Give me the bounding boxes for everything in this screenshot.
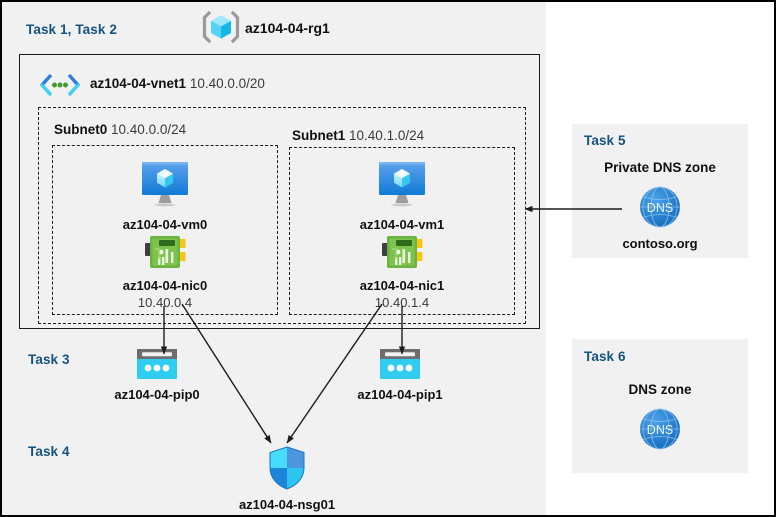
subnet-0-title: Subnet0 10.40.0.0/24 — [54, 122, 186, 137]
private-dns-zone-heading: Private DNS zone — [604, 160, 716, 175]
private-dns-zone-node[interactable]: DNS contoso.org — [600, 184, 720, 253]
public-ip-node-1[interactable]: az104-04-pip1 — [340, 347, 460, 404]
public-ip-name-0: az104-04-pip0 — [114, 387, 200, 402]
task-label-4: Task 4 — [28, 444, 70, 459]
vm-name-1: az104-04-vm1 — [359, 217, 445, 232]
subnet-1-prefix: 10.40.1.0/24 — [349, 128, 425, 143]
network-interface-icon — [342, 232, 462, 277]
virtual-machine-icon — [105, 159, 225, 216]
nic-name-1: az104-04-nic1 — [359, 278, 445, 293]
nic-node-1[interactable]: az104-04-nic1 10.40.1.4 — [342, 232, 462, 310]
dns-zone-node[interactable]: DNS — [600, 406, 720, 457]
dns-zone-icon: DNS — [600, 406, 720, 457]
vnet-title: az104-04-vnet1 10.40.0.0/20 — [90, 76, 265, 91]
nic-ip-0: 10.40.0.4 — [137, 295, 193, 310]
nic-node-0[interactable]: az104-04-nic0 10.40.0.4 — [105, 232, 225, 310]
dns-zone-icon: DNS — [600, 184, 720, 235]
vnet-box — [19, 54, 540, 329]
dns-zone-heading: DNS zone — [628, 382, 692, 397]
task6-panel — [572, 339, 748, 473]
subnet-0-vm-box — [52, 145, 278, 315]
subnet-0-name: Subnet0 — [54, 122, 108, 137]
public-ip-address-icon — [340, 347, 460, 386]
nsg-name: az104-04-nsg01 — [238, 497, 336, 512]
svg-text:DNS: DNS — [647, 423, 673, 437]
network-security-group-icon — [217, 445, 357, 496]
vm-name-0: az104-04-vm0 — [122, 217, 208, 232]
task-label-5: Task 5 — [584, 133, 626, 148]
network-interface-icon — [105, 232, 225, 277]
private-dns-zone-name: contoso.org — [622, 236, 698, 251]
resource-group-icon — [202, 8, 240, 46]
task-label-6: Task 6 — [584, 349, 626, 364]
subnet-1-name: Subnet1 — [292, 128, 346, 143]
svg-text:DNS: DNS — [647, 201, 673, 215]
vm-node-1[interactable]: az104-04-vm1 — [342, 159, 462, 234]
public-ip-name-1: az104-04-pip1 — [357, 387, 443, 402]
subnet-0-prefix: 10.40.0.0/24 — [111, 122, 187, 137]
vnet-name: az104-04-vnet1 — [90, 76, 187, 91]
task-label-1-2: Task 1, Task 2 — [26, 22, 117, 37]
nic-name-0: az104-04-nic0 — [122, 278, 208, 293]
subnets-container — [38, 107, 526, 324]
subnet-1-title: Subnet1 10.40.1.0/24 — [292, 128, 424, 143]
task-label-3: Task 3 — [28, 352, 70, 367]
virtual-network-icon — [38, 72, 82, 98]
public-ip-node-0[interactable]: az104-04-pip0 — [97, 347, 217, 404]
resource-group-name: az104-04-rg1 — [245, 20, 330, 36]
nic-ip-1: 10.40.1.4 — [374, 295, 430, 310]
nsg-node[interactable]: az104-04-nsg01 — [217, 445, 357, 514]
public-ip-address-icon — [97, 347, 217, 386]
virtual-machine-icon — [342, 159, 462, 216]
task3-panel — [19, 340, 540, 412]
vm-node-0[interactable]: az104-04-vm0 — [105, 159, 225, 234]
vnet-address-space: 10.40.0.0/20 — [189, 76, 265, 91]
